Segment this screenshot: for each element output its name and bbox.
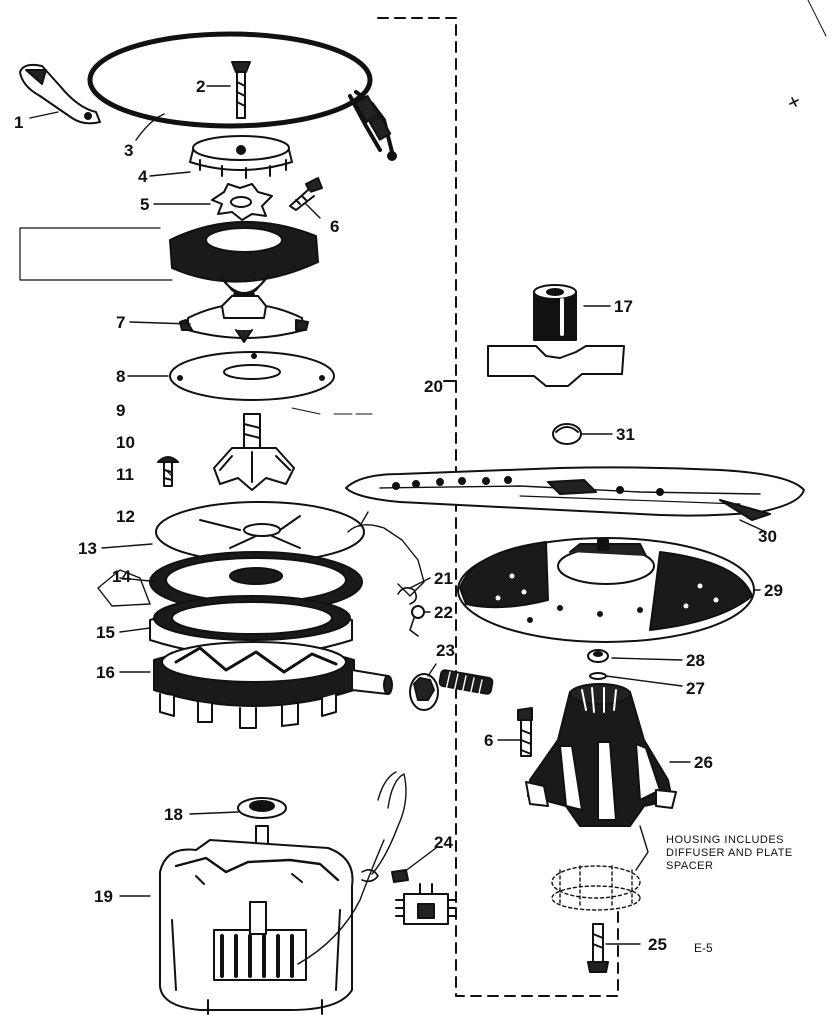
diffuser-dashed — [551, 865, 641, 911]
assembly-bracket-line — [377, 17, 619, 997]
part-11-screw — [157, 456, 179, 487]
callout-28: 28 — [686, 651, 705, 670]
callout-27: 27 — [686, 679, 705, 698]
inlet-ring — [169, 220, 319, 305]
part-25-bolt — [587, 923, 609, 973]
star-mark — [789, 97, 799, 107]
callout-31: 31 — [616, 425, 635, 444]
part-21-clip — [397, 586, 418, 605]
part-27-seal — [589, 672, 607, 680]
part-20-support — [487, 345, 625, 387]
part-5-star-washer — [211, 183, 273, 221]
corner-mark — [807, 0, 827, 37]
callout-9: 9 — [116, 401, 126, 420]
callout-15: 15 — [96, 623, 115, 642]
callout-18: 18 — [164, 805, 183, 824]
part-30-spray-arm — [345, 466, 805, 521]
part-31-cap — [552, 423, 582, 445]
callout-3: 3 — [124, 141, 134, 160]
callout-20: 20 — [424, 377, 443, 396]
leader-lines — [29, 85, 767, 945]
part-4-cap — [189, 135, 293, 179]
part-10-impeller — [213, 413, 295, 491]
callout-4: 4 — [138, 167, 148, 186]
callout-1: 1 — [14, 113, 24, 132]
part-14-seal-ring — [149, 551, 363, 613]
callout-25: 25 — [648, 935, 667, 954]
callout-23: 23 — [436, 641, 455, 660]
part-12-disk — [155, 501, 425, 597]
callout-14: 14 — [112, 567, 131, 586]
part-26-housing — [525, 683, 677, 827]
part-7-hub — [179, 295, 309, 343]
part-16-pump-base — [153, 641, 393, 729]
blank-box-outline — [19, 227, 173, 281]
callout-2: 2 — [196, 77, 206, 96]
callout-21: 21 — [434, 569, 453, 588]
housing-note-line-1: HOUSING INCLUDES — [666, 834, 785, 846]
part-22-clip — [409, 605, 425, 637]
callout-7: 7 — [116, 313, 126, 332]
part-28-washer — [587, 649, 609, 663]
part-1-bracket — [19, 63, 101, 125]
callout-24: 24 — [434, 833, 453, 852]
callout-5: 5 — [140, 195, 150, 214]
callout-29: 29 — [764, 581, 783, 600]
part-23-nut-and-spring — [409, 669, 494, 711]
callout-16: 16 — [96, 663, 115, 682]
callout-6-lower: 6 — [484, 731, 494, 750]
drawing-code: E-5 — [694, 941, 713, 955]
part-29-filter-plate — [457, 537, 755, 643]
callout-19: 19 — [94, 887, 113, 906]
callout-6-upper: 6 — [330, 217, 340, 236]
part-8-plate — [169, 351, 335, 401]
callout-10: 10 — [116, 433, 135, 452]
callout-22: 22 — [434, 603, 453, 622]
part-24-wire-harness — [361, 771, 457, 925]
callout-13: 13 — [78, 539, 97, 558]
housing-note-line-3: SPACER — [666, 860, 714, 872]
callout-11: 11 — [116, 465, 134, 484]
part-6-screw-lower — [517, 707, 533, 757]
callout-8: 8 — [116, 367, 126, 386]
housing-note: HOUSING INCLUDES DIFFUSER AND PLATE SPAC… — [666, 834, 793, 873]
housing-note-line-2: DIFFUSER AND PLATE — [666, 847, 793, 859]
callout-30: 30 — [758, 527, 777, 546]
callout-17: 17 — [614, 297, 633, 316]
part-19-motor — [158, 839, 385, 1015]
diffuser-leader — [635, 825, 649, 871]
part-3-heater-element — [87, 31, 397, 161]
part-2-bolt — [231, 61, 251, 119]
part-6-screw-upper — [289, 177, 323, 211]
callout-26: 26 — [694, 753, 713, 772]
part-17-bearing — [533, 284, 577, 341]
callout-12: 12 — [116, 507, 135, 526]
